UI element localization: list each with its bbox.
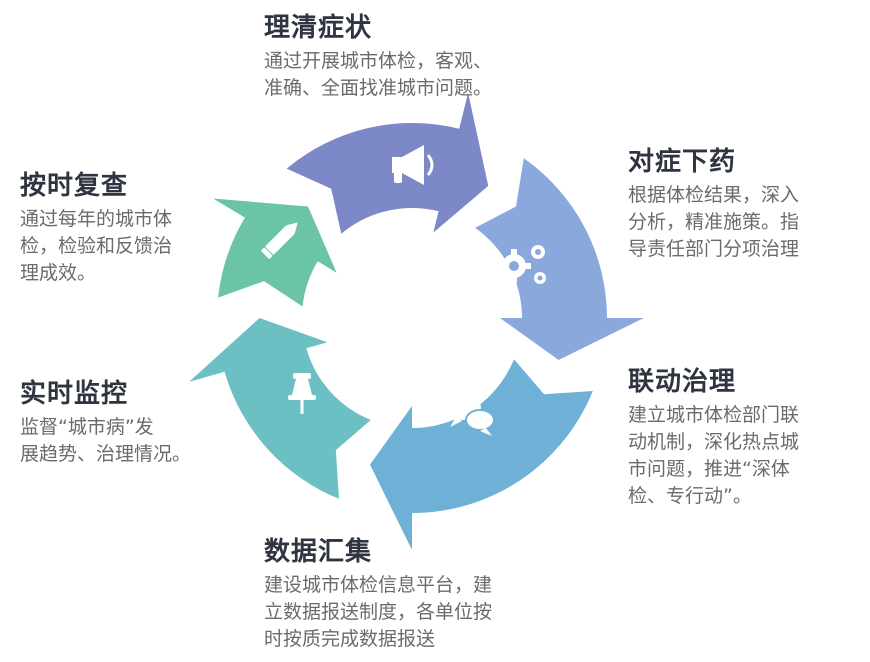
step-data: 数据汇集 建设城市体检信息平台，建 立数据报送制度，各单位按 时按质完成数据报送 — [264, 536, 492, 653]
step-description: 建设城市体检信息平台，建 立数据报送制度，各单位按 时按质完成数据报送 — [264, 574, 493, 650]
step-title: 联动治理 — [628, 367, 737, 397]
step-title: 实时监控 — [20, 379, 129, 409]
step-title: 理清症状 — [264, 13, 373, 43]
arrow-monitor — [189, 318, 371, 499]
pushpin-icon — [288, 373, 316, 414]
arrow-clarify — [286, 92, 489, 234]
step-description: 建立城市体检部门联 动机制，深化热点城 市问题，推进“深体 检、专行动”。 — [628, 404, 800, 507]
arrow-joint — [370, 359, 593, 550]
step-title: 按时复查 — [20, 171, 129, 201]
step-description: 通过每年的城市体 检，检验和反馈治 理成效。 — [20, 208, 173, 284]
step-monitor: 实时监控 监督“城市病”发 展趋势、治理情况。 — [20, 378, 191, 468]
arrow-remedy — [475, 158, 644, 360]
step-description: 监督“城市病”发 展趋势、治理情况。 — [20, 416, 192, 465]
step-description: 通过开展城市体检，客观、 准确、全面找准城市问题。 — [264, 50, 493, 99]
step-title: 数据汇集 — [264, 537, 373, 567]
step-review: 按时复查 通过每年的城市体 检，检验和反馈治 理成效。 — [20, 170, 172, 287]
step-clarify: 理清症状 通过开展城市体检，客观、 准确、全面找准城市问题。 — [264, 12, 492, 102]
megaphone-icon — [392, 145, 434, 185]
chat-bubbles-icon — [447, 396, 495, 436]
step-remedy: 对症下药 根据体检结果，深入 分析，精准施策。指 导责任部门分项治理 — [628, 146, 799, 263]
step-joint: 联动治理 建立城市体检部门联 动机制，深化热点城 市问题，推进“深体 检、专行动… — [628, 366, 799, 510]
step-title: 对症下药 — [628, 147, 737, 177]
pencil-icon — [261, 222, 298, 259]
step-description: 根据体检结果，深入 分析，精准施策。指 导责任部门分项治理 — [628, 184, 800, 260]
gears-icon — [497, 245, 546, 284]
